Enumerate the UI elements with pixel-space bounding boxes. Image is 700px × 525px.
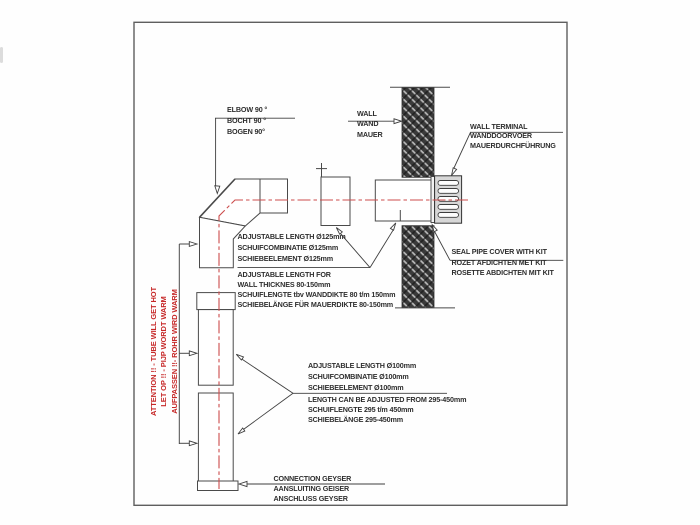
wall-cap-lines [390,86,455,309]
frame-border [133,21,568,506]
geyser-collar [197,480,239,491]
red-centerline [218,199,468,489]
adjustable-100-label: ADJUSTABLE LENGTH Ø100mm SCHUIFCOMBINATI… [308,360,416,393]
label-line: ADJUSTABLE LENGTH FOR [237,270,332,280]
adjustable-125-label: ADJUSTABLE LENGTH Ø125mm SCHUIFCOMBINATI… [238,231,346,265]
warning-line: LET OP !! - PIJP WORDT WARM [159,296,169,407]
wall-hatch [401,87,435,309]
label-line: SEAL PIPE COVER WITH KIT [451,247,547,257]
label-line: ADJUSTABLE LENGTH Ø100mm [308,361,417,370]
label-line: SCHUIFLENGTE tbv WANDDIKTE 80 t/m 150mm [237,290,396,300]
wall-terminal-label: WALL TERMINAL WANDDOORVOER MAUERDURCHFÜH… [470,122,556,151]
seal-pipe-cover-label: SEAL PIPE COVER WITH KIT ROZET AFDICHTEN… [452,247,554,279]
label-line: ADJUSTABLE LENGTH Ø125mm [237,231,346,241]
leader-lines [215,117,564,485]
warning-bracket [178,243,192,444]
elbow-90 [198,178,288,269]
scan-edge-smudge [0,47,3,63]
label-line: BOGEN 90° [227,127,265,137]
label-line: SCHUIFLENGTE 295 t/m 450mm [308,404,414,414]
label-line: WALL TERMINAL [470,121,528,131]
label-line: ELBOW 90 ° [227,104,268,114]
label-line: AANSLUITING GEISER [273,484,350,493]
adjustable-wall-thickness-label: ADJUSTABLE LENGTH FOR WALL THICKNES 80-1… [238,270,396,310]
label-line: LENGTH CAN BE ADJUSTED FROM 295-450mm [308,395,467,405]
label-line: ROSETTE ABDICHTEN MIT KIT [451,268,554,278]
pipe-segment-lower [197,392,239,491]
label-line: ROZET AFDICHTEN MET KIT [451,257,547,267]
label-line: CONNECTION GEYSER [273,474,352,484]
label-line: SCHIEBEELEMENT Ø125mm [237,254,334,264]
label-line: WAND [357,119,379,129]
label-line: SCHIEBEELEMENT Ø100mm [308,383,404,392]
leader-arrowheads [188,118,458,488]
wall-terminal-grille [430,175,463,224]
length-adjust-label: LENGTH CAN BE ADJUSTED FROM 295-450mm SC… [308,395,466,424]
adjustable-piece-125 [320,176,351,226]
label-line: SCHIEBELÄNGE 295-450mm [308,414,403,424]
wall-label: WALL WAND MAUER [357,109,383,140]
elbow-label: ELBOW 90 ° BOCHT 90 ° BOGEN 90° [227,104,267,138]
label-line: WALL THICKNES 80-150mm [237,280,331,290]
label-line: WALL [357,108,377,118]
label-line: SCHUIFCOMBINATIE Ø125mm [237,242,339,252]
connection-geyser-label: CONNECTION GEYSER AANSLUITING GEISER ANS… [274,474,352,503]
label-line: MAUERDURCHFÜHRUNG [470,141,556,151]
label-line: WANDDOORVOER [470,131,532,141]
warning-line: AUFPASSEN !!- ROHR WIRD WARM [169,289,179,414]
label-line: BOCHT 90 ° [227,115,266,125]
label-line: MAUER [357,129,383,139]
label-line: SCHIEBELÄNGE FÜR MAUERDIKTE 80-150mm [237,300,394,310]
hot-tube-warning-label: ATTENTION !! - TUBE WILL GET HOT LET OP … [149,279,180,424]
corner-tick-mark [316,163,327,177]
warning-line: ATTENTION !! - TUBE WILL GET HOT [149,287,158,417]
pipe-segment-upper [196,292,236,386]
label-line: SCHUIFCOMBINATIE Ø100mm [308,372,409,381]
label-line: ANSCHLUSS GEYSER [273,493,348,503]
